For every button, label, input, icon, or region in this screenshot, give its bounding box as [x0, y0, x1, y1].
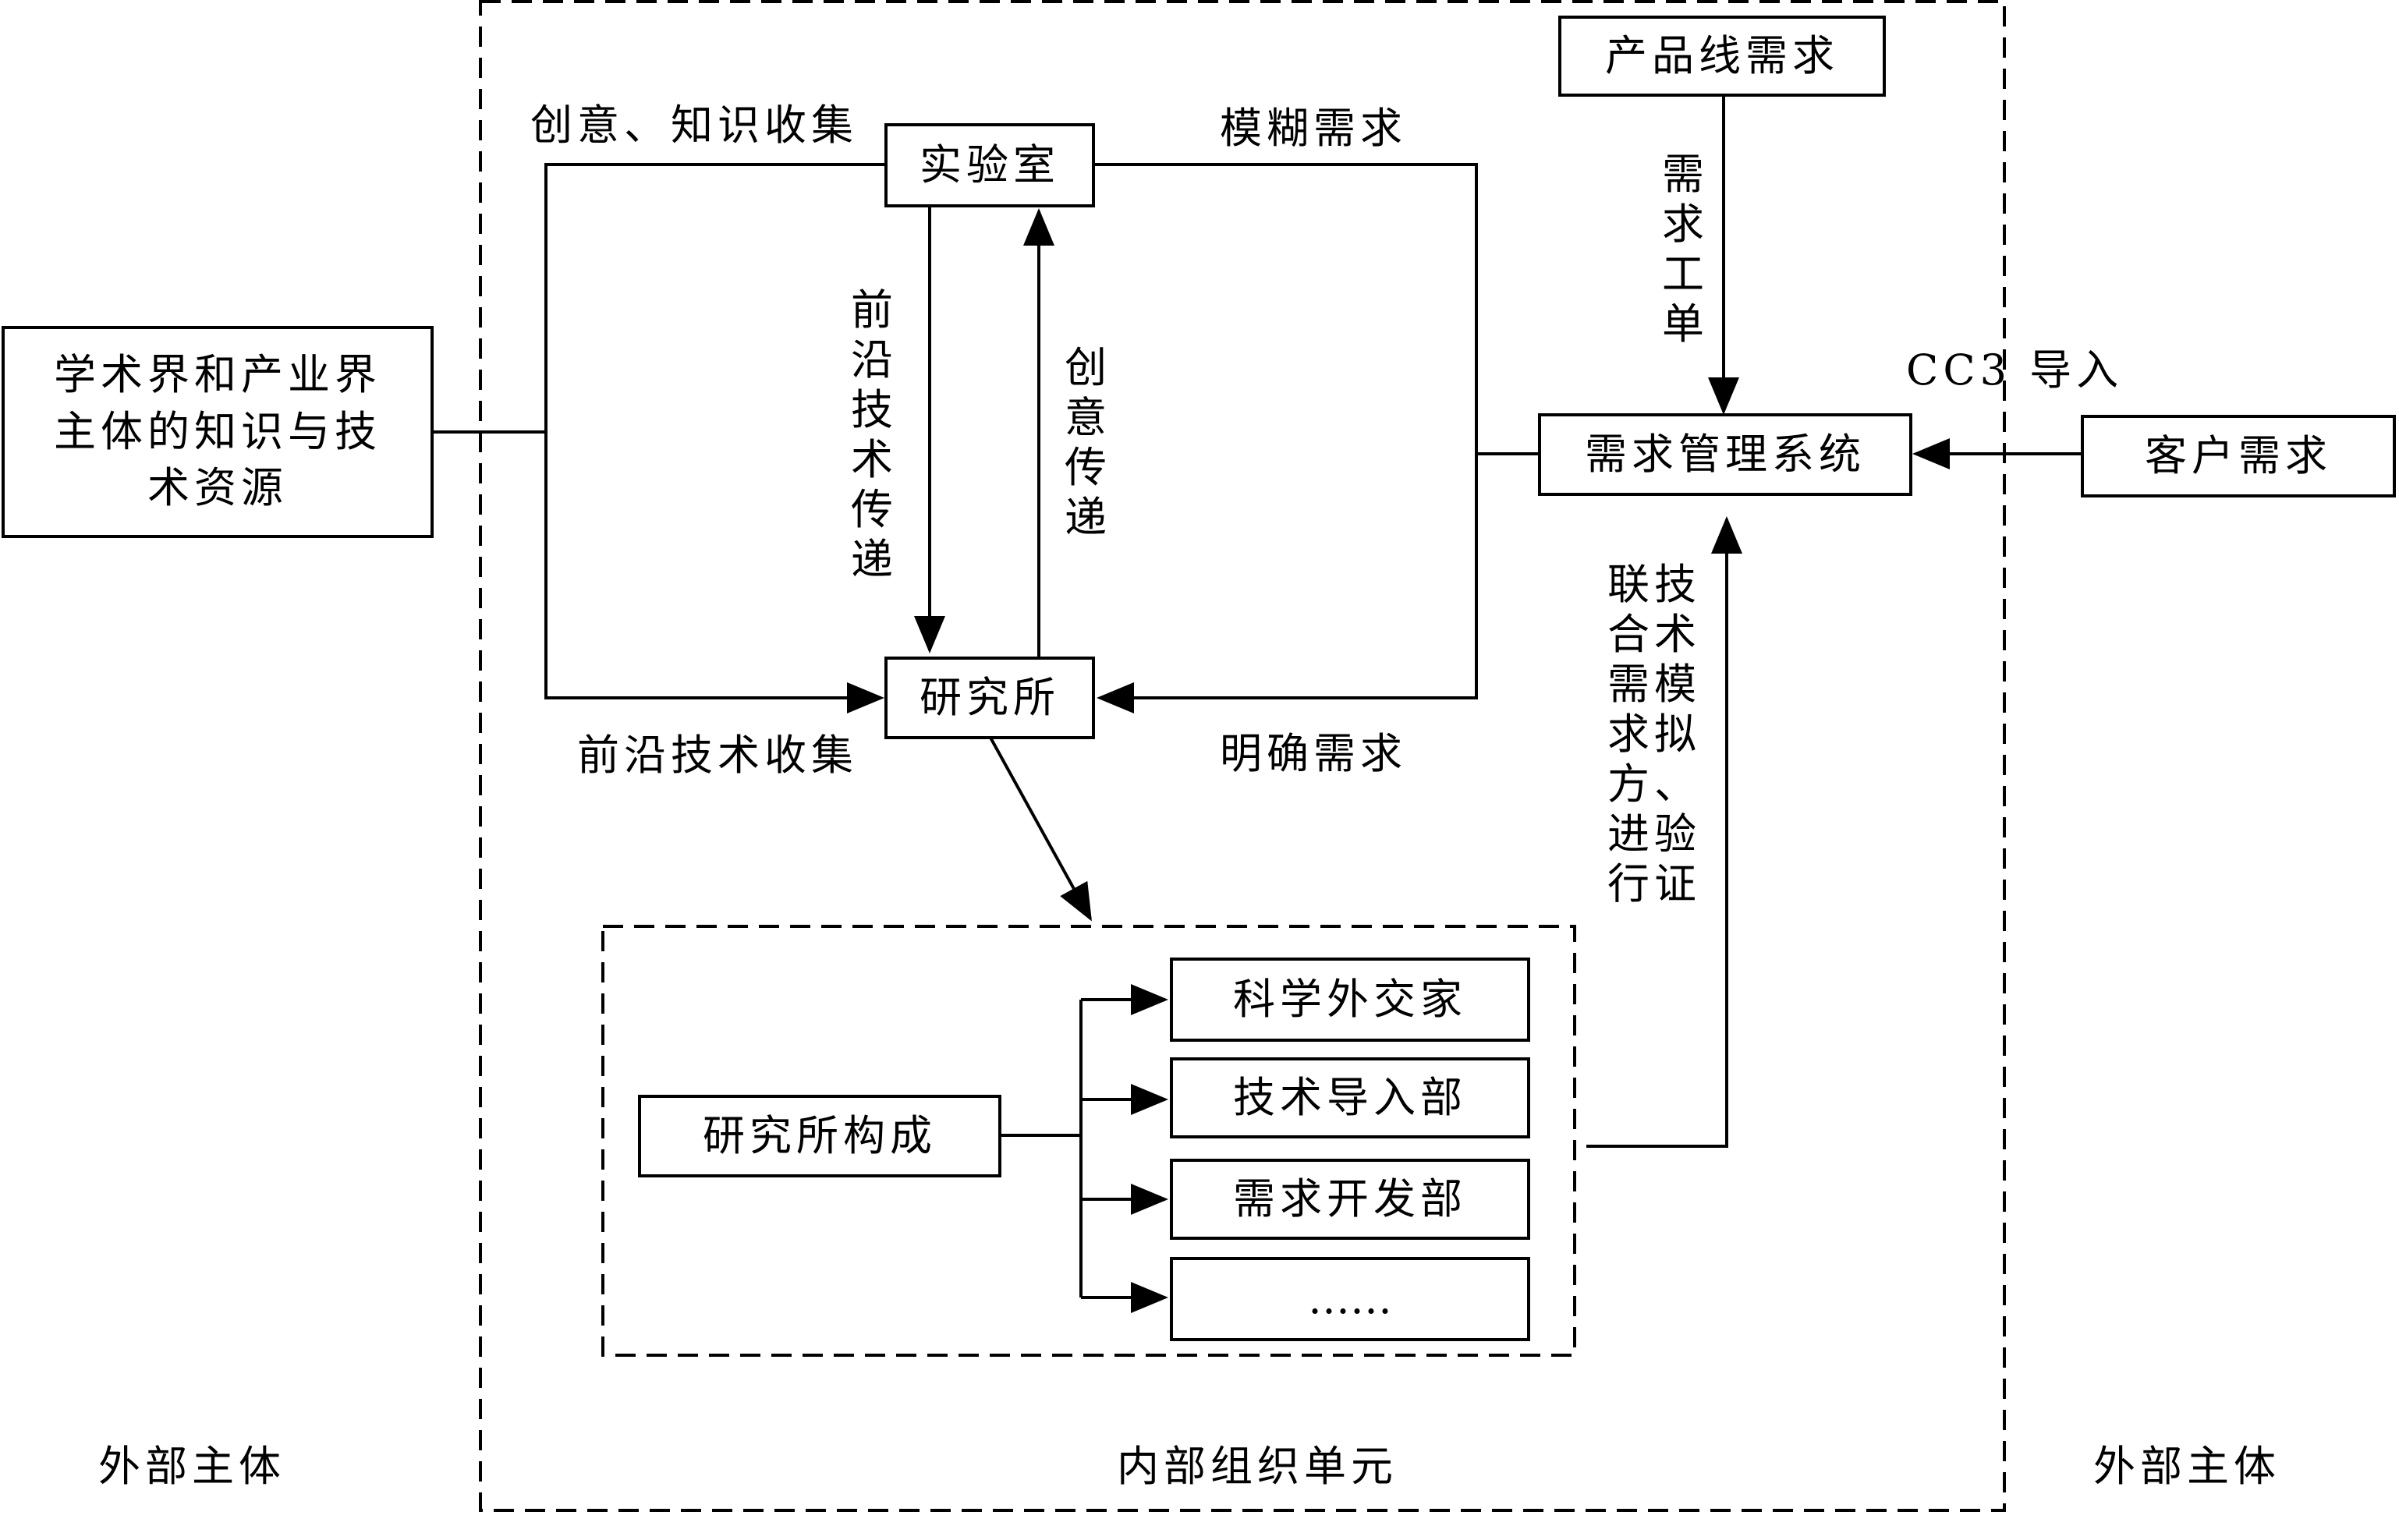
label-frontier-transfer: 前 沿 技 术 传 递 — [851, 285, 893, 584]
edge-tech-sim — [1586, 516, 1742, 1148]
edge-fuzzy-clear-req — [1095, 163, 1478, 713]
node-product-line: 产品线需求 — [1558, 16, 1886, 97]
internal-region-border — [479, 0, 2006, 1512]
node-lab: 实验室 — [884, 123, 1095, 207]
edge-frontier-collect — [544, 432, 884, 713]
node-etc: …… — [1170, 1257, 1530, 1341]
node-req-dev: 需求开发部 — [1170, 1159, 1530, 1240]
composition-region-border — [601, 925, 1576, 1357]
node-customer: 客户需求 — [2081, 415, 2396, 497]
label-idea-collect: 创意、知识收集 — [530, 101, 858, 150]
node-tech-import: 技术导入部 — [1170, 1057, 1530, 1138]
label-tech-sim-col2: 联 合 需 求 方 进 行 — [1607, 560, 1650, 908]
label-cc3-import: CC3 导入 — [1906, 345, 2124, 395]
edge-institute-composition — [989, 737, 1092, 922]
label-external-left: 外部主体 — [98, 1442, 285, 1491]
label-clear-req: 明确需求 — [1220, 729, 1407, 778]
label-tech-sim-col1: 技 术 模 拟 、 验 证 — [1654, 560, 1696, 908]
node-sci-diplomat: 科学外交家 — [1170, 958, 1530, 1042]
node-institute: 研究所 — [884, 657, 1095, 739]
edge-idea-collect — [544, 163, 884, 432]
label-req-ticket: 需 求 工 单 — [1662, 150, 1704, 349]
label-fuzzy-req: 模糊需求 — [1220, 104, 1407, 153]
label-idea-transfer: 创 意 传 递 — [1065, 343, 1107, 542]
label-internal: 内部组织单元 — [1117, 1442, 1398, 1491]
node-academia: 学术界和产业界 主体的知识与技 术资源 — [2, 326, 434, 538]
label-frontier-collect: 前沿技术收集 — [577, 731, 858, 780]
label-external-right: 外部主体 — [2093, 1442, 2280, 1491]
node-req-system: 需求管理系统 — [1538, 413, 1912, 496]
node-inst-composition: 研究所构成 — [638, 1095, 1001, 1177]
